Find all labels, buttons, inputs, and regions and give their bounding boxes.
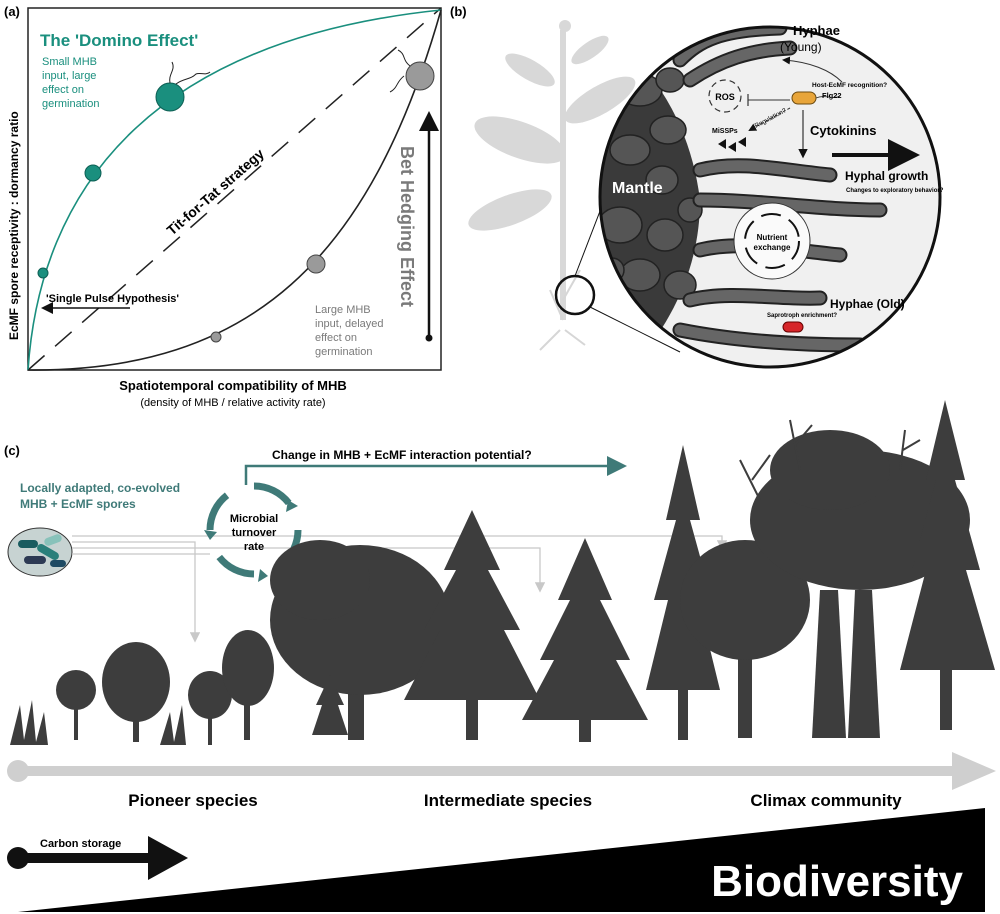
hyphae-old-label: Hyphae (Old) bbox=[830, 297, 905, 311]
small-conifer bbox=[312, 675, 348, 735]
domino-desc: Small MHB input, large effect on germina… bbox=[42, 56, 99, 110]
nutrient-label: Nutrient bbox=[757, 233, 788, 242]
zoom-line-bottom bbox=[589, 306, 681, 353]
svg-text:germination: germination bbox=[315, 346, 372, 358]
x-axis-label: Spatiotemporal compatibility of MHB bbox=[119, 378, 347, 393]
connector-lines bbox=[72, 535, 728, 643]
domino-title: The 'Domino Effect' bbox=[40, 31, 198, 50]
mantle-label: Mantle bbox=[612, 180, 663, 197]
flg22-label: Flg22 bbox=[822, 91, 842, 100]
root-system bbox=[539, 269, 586, 351]
intermediate-label: Intermediate species bbox=[424, 791, 592, 810]
young-tree bbox=[222, 630, 274, 740]
gray-point-small bbox=[210, 331, 222, 343]
bet-hedging-arrow-start bbox=[425, 334, 433, 342]
gray-point-medium bbox=[306, 254, 326, 274]
teal-point-large bbox=[155, 82, 185, 112]
succession-start bbox=[7, 760, 29, 782]
hyphae-young-label: Hyphae bbox=[793, 23, 840, 38]
climax-canopy bbox=[750, 430, 970, 738]
climax-conifer bbox=[900, 400, 995, 730]
missps-triangles bbox=[718, 137, 746, 152]
carbon-arrowhead bbox=[148, 836, 188, 880]
interaction-arrow bbox=[244, 456, 627, 485]
panel-a: (a) The 'Domino Effect' Small MHB input,… bbox=[4, 4, 442, 409]
pioneer-label: Pioneer species bbox=[128, 791, 257, 810]
succession-bar bbox=[18, 766, 978, 776]
hyphae-young-sublabel: (Young) bbox=[780, 40, 822, 54]
host-recognition-label: Host-EcMF recognition? bbox=[812, 82, 887, 89]
climax-oak bbox=[680, 540, 810, 738]
carbon-arrow-shaft bbox=[18, 853, 153, 863]
microbial-line1: Microbial bbox=[230, 513, 278, 525]
bet-hedging-label: Bet Hedging Effect bbox=[397, 146, 417, 307]
recognition-arrow bbox=[782, 56, 843, 83]
domino-curve bbox=[27, 9, 442, 371]
conifer-tree-large bbox=[404, 510, 540, 740]
conifer-tree-medium bbox=[522, 538, 648, 742]
biodiversity-label: Biodiversity bbox=[711, 857, 963, 906]
bacterium-flagella-icon bbox=[169, 61, 211, 85]
hyphal-growth-label: Hyphal growth bbox=[845, 169, 928, 183]
dead-branches bbox=[739, 419, 921, 501]
interaction-label: Change in MHB + EcMF interaction potenti… bbox=[272, 448, 532, 462]
saprotroph-bacterium-icon bbox=[782, 321, 804, 333]
gray-point-large bbox=[405, 61, 435, 91]
exploratory-label: Changes to exploratory behavior? bbox=[846, 188, 944, 194]
microbial-line3: rate bbox=[244, 541, 264, 553]
grass-clump bbox=[160, 705, 186, 745]
panel-c: (c) Change in MHB + EcMF interaction pot… bbox=[4, 400, 996, 912]
x-axis-sublabel: (density of MHB / relative activity rate… bbox=[140, 397, 325, 409]
svg-text:input, delayed: input, delayed bbox=[315, 318, 384, 330]
biodiversity-wedge bbox=[18, 808, 985, 912]
saprotroph-label: Saprotroph enrichment? bbox=[767, 313, 837, 319]
y-axis-label: EcMF spore receptivity : dormancy ratio bbox=[7, 111, 21, 340]
svg-text:Small MHB: Small MHB bbox=[42, 56, 97, 68]
panel-b-label: (b) bbox=[450, 4, 467, 19]
microbial-cycle-icon bbox=[204, 482, 302, 582]
spore-cluster-icon bbox=[7, 527, 73, 577]
bacterium-icon bbox=[791, 91, 817, 105]
exchange-label: exchange bbox=[754, 243, 791, 252]
regulation-arrow bbox=[748, 107, 791, 131]
locally-adapted-line2: MHB + EcMF spores bbox=[20, 497, 136, 511]
grass-clump bbox=[10, 700, 48, 745]
ros-label: ROS bbox=[715, 92, 735, 102]
bacterium-flagella-gray-icon bbox=[389, 49, 411, 93]
panel-c-label: (c) bbox=[4, 443, 20, 458]
tit-for-tat-label: Tit-for-Tat strategy bbox=[163, 145, 267, 238]
single-pulse-label: 'Single Pulse Hypothesis' bbox=[46, 293, 179, 305]
ros-cycle bbox=[708, 79, 742, 113]
climax-label: Climax community bbox=[750, 791, 902, 810]
svg-text:effect on: effect on bbox=[315, 332, 357, 344]
svg-text:germination: germination bbox=[42, 98, 99, 110]
broadleaf-tree bbox=[270, 540, 450, 740]
locally-adapted-line1: Locally adapted, co-evolved bbox=[20, 481, 180, 495]
panel-a-label: (a) bbox=[4, 4, 20, 19]
teal-point-small bbox=[37, 267, 49, 279]
pioneer-shrub bbox=[56, 670, 96, 740]
microbial-line2: turnover bbox=[232, 527, 277, 539]
tit-for-tat-line bbox=[27, 7, 442, 371]
pioneer-shrub-2 bbox=[188, 671, 232, 745]
succession-arrowhead bbox=[952, 752, 996, 790]
cytokinins-label: Cytokinins bbox=[810, 123, 876, 138]
nutrient-cycle-icon bbox=[744, 213, 800, 269]
missps-label: MiSSPs bbox=[712, 128, 738, 135]
teal-point-medium bbox=[84, 164, 102, 182]
bet-hedging-curve bbox=[27, 9, 442, 371]
seedling-silhouette bbox=[468, 20, 636, 320]
svg-text:input, large: input, large bbox=[42, 70, 96, 82]
zoom-circle-border bbox=[598, 25, 942, 369]
svg-text:effect on: effect on bbox=[42, 84, 84, 96]
panel-b: (b) bbox=[450, 4, 944, 369]
plot-frame bbox=[27, 7, 442, 371]
svg-text:Large MHB: Large MHB bbox=[315, 304, 371, 316]
pioneer-tree bbox=[102, 642, 170, 742]
flagellum-icon bbox=[815, 95, 841, 99]
forest-silhouette bbox=[10, 400, 995, 745]
large-desc: Large MHB input, delayed effect on germi… bbox=[315, 304, 384, 358]
carbon-label: Carbon storage bbox=[40, 838, 121, 850]
